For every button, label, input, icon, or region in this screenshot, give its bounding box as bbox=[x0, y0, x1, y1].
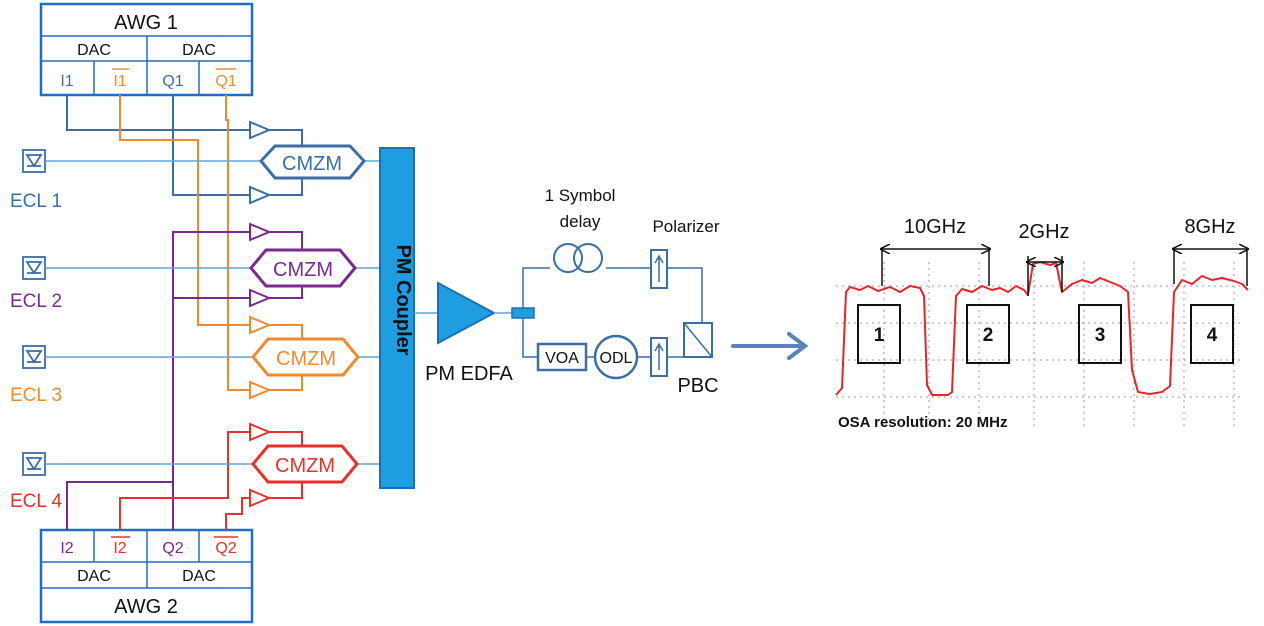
awg2-port-q-bar: Q2 bbox=[215, 540, 236, 557]
polarizer-top bbox=[650, 249, 668, 289]
pm-edfa-amplifier-icon bbox=[437, 281, 497, 345]
splitter bbox=[511, 307, 535, 319]
delay-fiber-coil-icon bbox=[553, 243, 603, 273]
awg2-dac-label: DAC bbox=[77, 568, 111, 585]
pbc-label: PBC bbox=[677, 375, 718, 397]
ecl4-laser-icon bbox=[22, 452, 46, 476]
ecl2-laser-icon bbox=[22, 256, 46, 280]
awg1-port-i: I1 bbox=[60, 73, 73, 90]
channel-number-1: 1 bbox=[874, 325, 885, 346]
awg1-port-q: Q1 bbox=[162, 73, 183, 90]
pm-coupler bbox=[379, 147, 415, 489]
odl-label: ODL bbox=[600, 350, 633, 367]
channel-number-3: 3 bbox=[1095, 325, 1106, 346]
voa-attenuator bbox=[536, 342, 588, 372]
pm-coupler-label: PM Coupler bbox=[392, 244, 414, 355]
ecl4-label: ECL 4 bbox=[10, 491, 63, 512]
cmzm2-label: CMZM bbox=[273, 259, 333, 281]
osa-resolution-label: OSA resolution: 20 MHz bbox=[838, 414, 1007, 431]
cmzm1-label: CMZM bbox=[282, 153, 342, 175]
ch4-driver-amplifier-icon bbox=[249, 422, 303, 508]
cmzm3-label: CMZM bbox=[276, 348, 336, 370]
output-arrow-icon bbox=[731, 332, 809, 360]
channel-box-2 bbox=[966, 304, 1010, 364]
optical-fibers bbox=[45, 160, 380, 465]
cmzm4-label: CMZM bbox=[275, 455, 335, 477]
awg2-block bbox=[39, 528, 254, 624]
awg1-port-q-bar: Q1 bbox=[215, 73, 236, 90]
spacing-label-8ghz: 8GHz bbox=[1184, 216, 1235, 238]
polarizer-bottom bbox=[650, 337, 668, 377]
spacing-label-2ghz: 2GHz bbox=[1018, 221, 1069, 243]
ch1-driver-amplifier-icon bbox=[249, 120, 303, 205]
voa-label: VOA bbox=[545, 350, 579, 367]
channel-box-4 bbox=[1190, 304, 1234, 364]
ch3-driver-amplifier-icon bbox=[249, 315, 303, 400]
channel-number-4: 4 bbox=[1207, 325, 1218, 346]
pbc-combiner bbox=[683, 322, 713, 358]
cmzm1-modulator bbox=[259, 144, 366, 180]
awg1-port-i-bar: I1 bbox=[113, 73, 126, 90]
awg2-port-i-bar: I2 bbox=[113, 540, 126, 557]
awg1-dac-label: DAC bbox=[77, 42, 111, 59]
emulator-fibers bbox=[522, 267, 703, 358]
ecl1-label: ECL 1 bbox=[10, 191, 62, 212]
ecl2-label: ECL 2 bbox=[10, 291, 62, 312]
channel-box-3 bbox=[1078, 304, 1122, 364]
ecl3-label: ECL 3 bbox=[10, 385, 62, 406]
delay-label-line2: delay bbox=[560, 212, 601, 231]
ecl3-laser-icon bbox=[22, 345, 46, 369]
delay-label-line1: 1 Symbol bbox=[545, 186, 616, 205]
drive-wires bbox=[66, 95, 250, 530]
pm-edfa-label: PM EDFA bbox=[425, 363, 513, 385]
spacing-label-10ghz: 10GHz bbox=[904, 216, 966, 238]
odl-delay-line bbox=[593, 334, 639, 380]
cmzm2-modulator bbox=[249, 248, 357, 288]
ecl1-laser-icon bbox=[22, 149, 46, 173]
spectrum-trace bbox=[835, 261, 1249, 396]
polarizer-label: Polarizer bbox=[652, 217, 719, 236]
awg1-title: AWG 1 bbox=[114, 12, 178, 34]
cmzm3-modulator bbox=[251, 337, 360, 377]
awg2-title: AWG 2 bbox=[114, 596, 178, 618]
cmzm4-modulator bbox=[251, 444, 359, 484]
awg2-dac-label: DAC bbox=[182, 568, 216, 585]
awg1-dac-label: DAC bbox=[182, 42, 216, 59]
spectrum-grid bbox=[836, 262, 1240, 430]
awg2-port-i: I2 bbox=[60, 540, 73, 557]
ch2-driver-amplifier-icon bbox=[249, 222, 303, 308]
awg1-block bbox=[39, 2, 254, 97]
channel-number-2: 2 bbox=[983, 325, 994, 346]
channel-box-1 bbox=[857, 304, 901, 364]
spectrum-panel: 10GHz 2GHz 8GHz 1 2 3 4 OSA resolution: … bbox=[835, 216, 1249, 431]
awg2-port-q: Q2 bbox=[162, 540, 183, 557]
